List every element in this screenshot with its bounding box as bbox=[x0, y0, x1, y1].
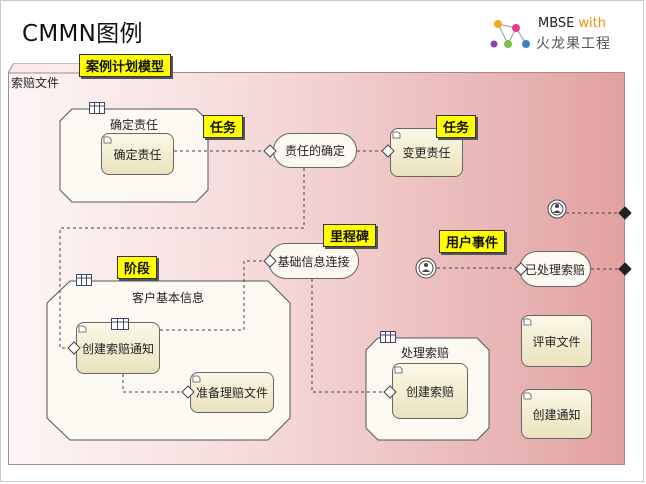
connector bbox=[122, 374, 188, 393]
stage-label-determine: 确定责任 bbox=[110, 118, 159, 132]
milestone-claim-processed[interactable]: 已处理索赔 bbox=[519, 251, 591, 287]
task-label: 创建索赔通知 bbox=[81, 341, 154, 356]
exit-criterion-diamond bbox=[618, 262, 632, 276]
task-marker bbox=[523, 392, 532, 400]
sentry-diamond bbox=[383, 385, 397, 399]
sentry-diamond bbox=[263, 254, 277, 268]
page-title: CMMN图例 bbox=[22, 21, 143, 47]
case-plan-label: 索赔文件 bbox=[11, 76, 60, 90]
callout-task: 任务 bbox=[436, 115, 477, 138]
connector bbox=[59, 168, 305, 349]
task-create-notify[interactable]: 创建通知 bbox=[521, 389, 592, 439]
sentry-diamond bbox=[514, 262, 528, 276]
table-icon bbox=[89, 102, 105, 114]
brand-with: with bbox=[578, 16, 606, 31]
task-determine[interactable]: 确定责任 bbox=[101, 133, 174, 175]
sentry-diamond bbox=[67, 341, 81, 355]
task-marker bbox=[103, 136, 112, 144]
milestone-label: 已处理索赔 bbox=[524, 262, 585, 277]
sentry-diamond bbox=[381, 144, 395, 158]
callout-milestone: 里程碑 bbox=[323, 224, 377, 247]
stage-label-customer: 客户基本信息 bbox=[132, 291, 205, 305]
table-icon bbox=[111, 318, 129, 330]
connector bbox=[311, 279, 390, 393]
callout-task: 任务 bbox=[203, 115, 244, 138]
callout-user-event: 用户事件 bbox=[439, 230, 506, 253]
task-review-docs[interactable]: 评审文件 bbox=[521, 315, 592, 367]
milestone-label: 基础信息连接 bbox=[277, 254, 350, 269]
task-label: 创建通知 bbox=[532, 407, 581, 422]
task-prepare-docs[interactable]: 准备理赔文件 bbox=[190, 372, 274, 413]
task-label: 确定责任 bbox=[113, 147, 162, 162]
milestone-basic-info[interactable]: 基础信息连接 bbox=[268, 243, 359, 279]
task-marker bbox=[78, 325, 87, 333]
plan-folder-tab bbox=[8, 63, 87, 74]
brand-cn: 火龙果工程 bbox=[536, 36, 611, 52]
user-event-icon bbox=[547, 199, 567, 219]
connector bbox=[160, 260, 268, 331]
table-icon bbox=[380, 331, 396, 343]
task-label: 创建索赔 bbox=[405, 384, 454, 399]
task-label: 准备理赔文件 bbox=[195, 386, 268, 400]
task-create-notice[interactable]: 创建索赔通知 bbox=[76, 322, 160, 374]
sentry-diamond bbox=[181, 385, 195, 399]
task-marker bbox=[392, 131, 401, 139]
mbse-logo-icon bbox=[490, 20, 530, 48]
task-create-claim[interactable]: 创建索赔 bbox=[392, 363, 468, 419]
exit-criterion-diamond bbox=[618, 206, 632, 220]
table-icon bbox=[76, 274, 92, 286]
callout-case-plan-model: 案例计划模型 bbox=[79, 54, 172, 77]
sentry-diamond bbox=[263, 144, 277, 158]
stage-label-handle: 处理索赔 bbox=[401, 346, 450, 360]
task-label: 评审文件 bbox=[532, 334, 581, 349]
brand-mbse: MBSE bbox=[538, 16, 575, 31]
task-marker bbox=[523, 318, 532, 326]
task-label: 变更责任 bbox=[402, 146, 451, 160]
callout-stage: 阶段 bbox=[117, 256, 158, 279]
milestone-label: 责任的确定 bbox=[284, 144, 345, 158]
task-marker bbox=[394, 366, 403, 374]
user-event-icon bbox=[415, 257, 437, 279]
task-marker bbox=[192, 375, 201, 383]
